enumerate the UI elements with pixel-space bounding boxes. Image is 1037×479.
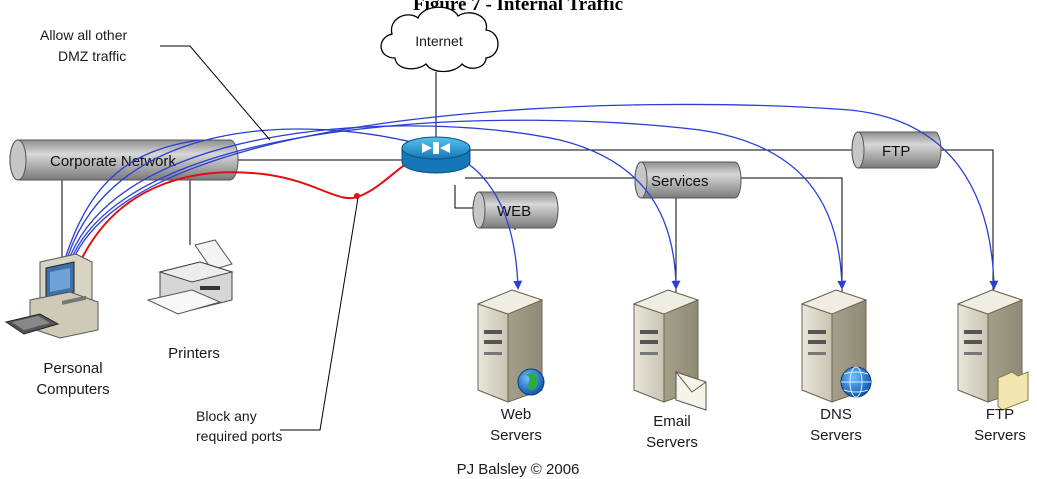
- annotation-leaders: [160, 45, 359, 431]
- cloud-label: Internet: [415, 33, 463, 49]
- blocked-traffic-flow: [79, 159, 413, 263]
- envelope-icon: [675, 371, 707, 411]
- web-pipe-label: WEB: [497, 203, 531, 220]
- web-servers-label-line2: Servers: [490, 427, 542, 444]
- copyright-footer: PJ Balsley © 2006: [457, 461, 580, 478]
- services-pipe: [634, 161, 742, 199]
- allowed-traffic-flows: [63, 103, 999, 290]
- pc-label-line1: Personal: [43, 360, 102, 377]
- services-pipe-label: Services: [651, 173, 709, 190]
- ftp-pipe: [851, 131, 942, 169]
- block-annotation-line2: required ports: [196, 428, 282, 444]
- email-servers-label-line1: Email: [653, 413, 691, 430]
- dns-servers-label-line2: Servers: [810, 427, 862, 444]
- pc-icon: [4, 253, 99, 339]
- pc-label-line2: Computers: [36, 381, 109, 398]
- web-server-icon: [476, 289, 544, 403]
- allow-annotation-line2: DMZ traffic: [58, 48, 126, 64]
- corporate-network-label: Corporate Network: [50, 153, 176, 170]
- ftp-pipe-label: FTP: [882, 143, 910, 160]
- dns-globe-icon: [840, 366, 872, 398]
- printers-label: Printers: [168, 345, 220, 362]
- web-pipe: [472, 191, 559, 229]
- globe-icon: [517, 368, 545, 396]
- email-servers-label-line2: Servers: [646, 434, 698, 451]
- folder-icon: [997, 371, 1029, 411]
- web-servers-label-line1: Web: [501, 406, 532, 423]
- block-annotation-line1: Block any: [196, 408, 257, 424]
- ftp-servers-label-line2: Servers: [974, 427, 1026, 444]
- allow-annotation-line1: Allow all other: [40, 27, 127, 43]
- router-icon: [401, 136, 471, 174]
- dns-servers-label-line1: DNS: [820, 406, 852, 423]
- ftp-servers-label-line1: FTP: [986, 406, 1014, 423]
- cloud-icon: [380, 6, 499, 73]
- printer-icon: [146, 239, 234, 315]
- diagram-title: Figure 7 - Internal Traffic: [413, 0, 623, 15]
